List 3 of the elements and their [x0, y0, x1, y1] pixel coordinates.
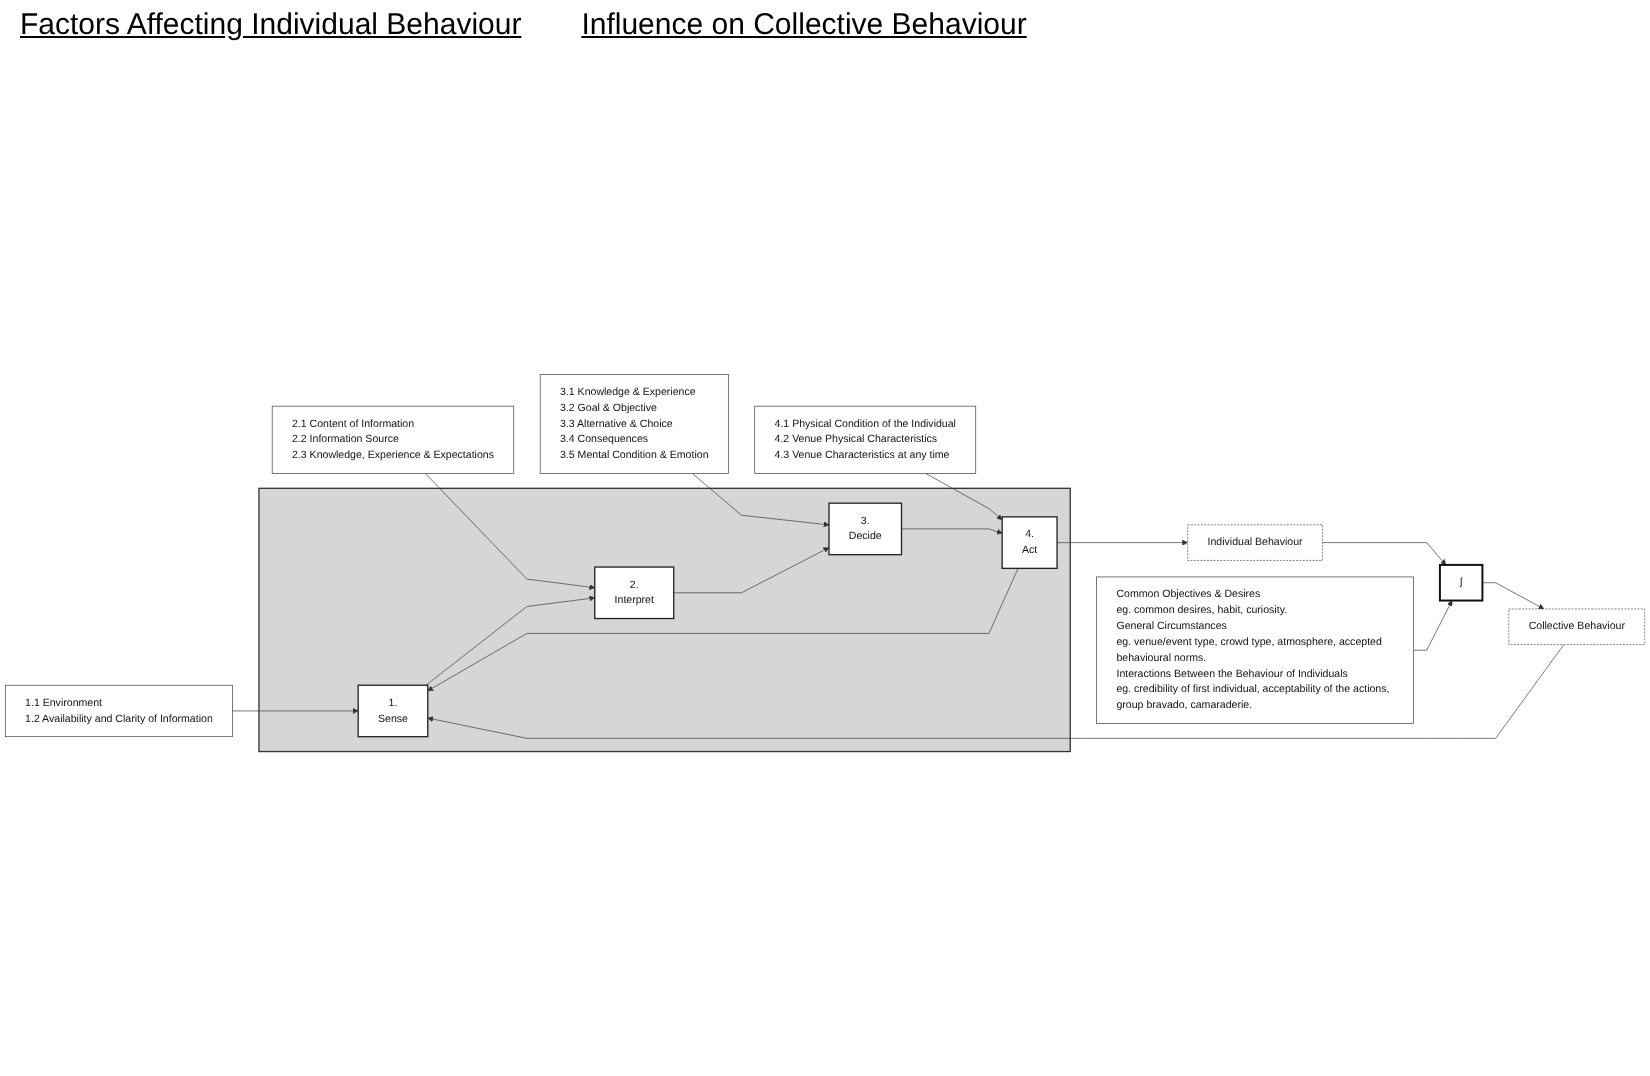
heading-label: Influence on Collective Behaviour [581, 8, 1027, 42]
title: Factors Affecting Individual Behaviour [20, 8, 522, 42]
cluster [258, 487, 1071, 753]
